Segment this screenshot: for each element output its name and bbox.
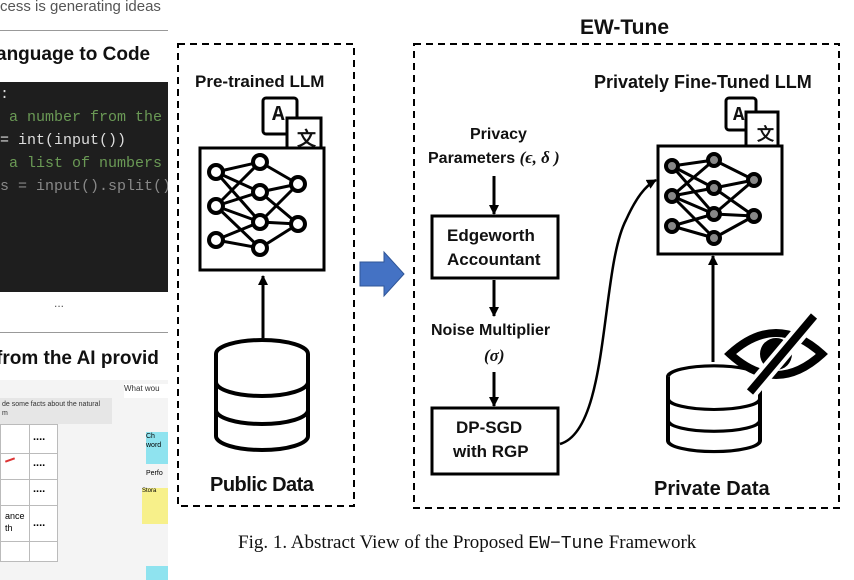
pretrained-llm-label: Pre-trained LLM <box>195 72 325 91</box>
red-mark <box>4 457 16 463</box>
translate-glyph: 文 <box>297 128 317 150</box>
pretrained-nn-icon <box>198 146 326 272</box>
noise-symbol: (σ) <box>484 346 505 365</box>
ew-tune-title: EW-Tune <box>580 16 670 39</box>
section-title-ai-provider: from the AI provid <box>0 348 159 369</box>
dpsgd-label: DP-SGD <box>456 418 523 437</box>
side-card-yellow: Stora <box>142 488 168 524</box>
privacy-symbols: (ϵ, δ ) <box>519 148 560 167</box>
whiteboard-panel: de some facts about the natural m .... .… <box>0 380 168 580</box>
code-line: = int(input()) <box>0 132 127 149</box>
eye-slash-icon <box>724 310 828 398</box>
cell-dots: .... <box>33 483 46 495</box>
code-line: : <box>0 86 10 103</box>
side-note-header: What wou <box>124 384 168 398</box>
left-cropped-panel: cess is generating ideas anguage to Code… <box>0 0 168 580</box>
note-card: de some facts about the natural m <box>0 398 112 424</box>
code-line: a number from the u <box>0 109 168 126</box>
curved-arrow <box>559 178 657 446</box>
public-database-icon <box>214 338 310 452</box>
code-line: s = input().split() <box>0 178 168 195</box>
noise-multiplier-label: Noise Multiplier <box>431 322 551 339</box>
dpsgd-label: with RGP <box>453 442 529 461</box>
translate-glyph: 文 <box>757 125 774 145</box>
grid-table: .... .... .... .... ance th <box>0 424 58 562</box>
cell-dots: .... <box>33 517 46 529</box>
privacy-parameters-label: Privacy <box>470 126 527 143</box>
divider <box>0 30 168 31</box>
divider <box>0 332 168 333</box>
cell-text: ance <box>5 511 25 521</box>
code-block: : a number from the u = int(input()) a l… <box>0 82 168 292</box>
pretrained-dashed-frame <box>177 43 355 507</box>
edgeworth-label: Edgeworth <box>447 226 535 245</box>
private-nn-icon <box>656 144 784 256</box>
translate-glyph: A <box>733 104 745 126</box>
private-database-icon <box>666 363 762 454</box>
cell-dots: .... <box>33 457 46 469</box>
cell-dots: .... <box>33 431 46 443</box>
figure-caption: Fig. 1. Abstract View of the Proposed EW… <box>238 532 697 554</box>
code-line: a list of numbers f <box>0 155 168 172</box>
side-card-cyan: Ch word <box>146 432 168 464</box>
ew-tune-dashed-frame <box>413 43 840 509</box>
side-card-cyan-bottom <box>146 566 168 580</box>
status-text: cess is generating ideas <box>0 0 161 15</box>
private-llm-label: Privately Fine-Tuned LLM <box>594 72 812 92</box>
flow-arrow-icon <box>359 250 405 298</box>
translate-glyph: A <box>272 104 285 127</box>
public-data-label: Public Data <box>210 474 314 496</box>
cell-text: th <box>5 523 13 533</box>
ellipsis-text: ... <box>54 296 65 310</box>
edgeworth-label: Accountant <box>447 250 541 269</box>
privacy-parameters-label: Parameters (ϵ, δ ) <box>428 148 560 167</box>
side-card-text: Perfo <box>146 470 163 477</box>
private-data-label: Private Data <box>654 478 770 500</box>
section-title-language-to-code: anguage to Code <box>0 44 151 65</box>
